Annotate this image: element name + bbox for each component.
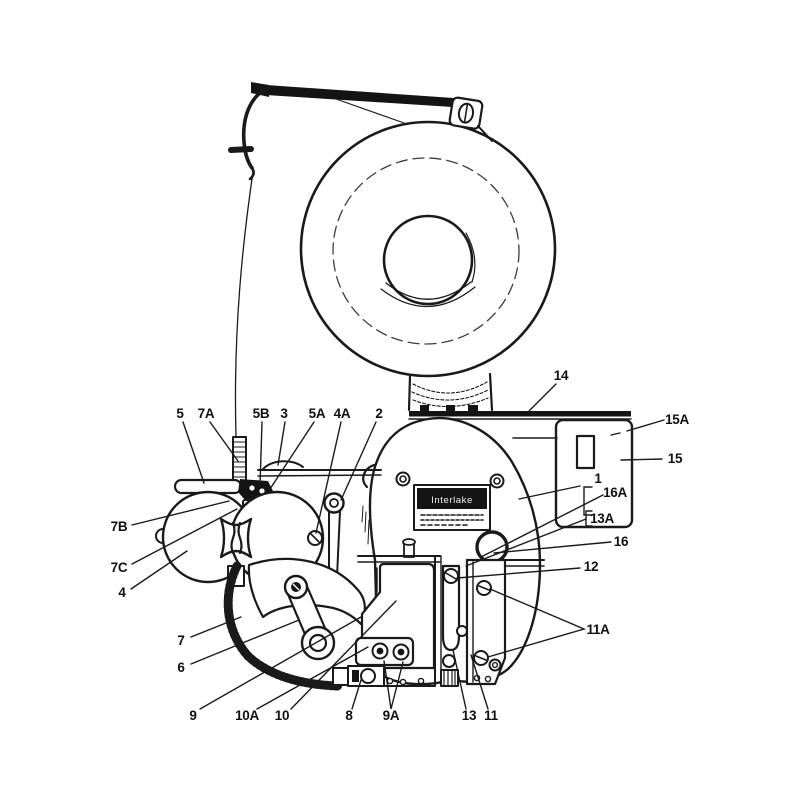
part-label-5b: 5B: [253, 406, 270, 421]
part-label-12: 12: [584, 559, 598, 574]
bender-mechanism: [223, 557, 366, 691]
flexible-band: [223, 561, 344, 691]
cutter-roller: [360, 668, 376, 684]
part-label-9a: 9A: [383, 708, 400, 723]
part-label-7b: 7B: [111, 519, 128, 534]
spool-retainer-band: [228, 82, 493, 181]
wire-spool: [299, 120, 557, 412]
part-label-13a: 13A: [590, 511, 614, 526]
part-label-1: 1: [594, 471, 602, 486]
part-label-10: 10: [275, 708, 289, 723]
part-label-6: 6: [177, 660, 185, 675]
retainer-band-arc: [241, 86, 270, 170]
wire-guide-spring: [262, 460, 304, 470]
channel-hole: [442, 654, 456, 668]
part-label-4a: 4A: [334, 406, 351, 421]
rear-cover-plate: [554, 418, 634, 529]
part-label-9: 9: [189, 708, 196, 723]
retainer-bar: [266, 85, 468, 108]
part-label-7c: 7C: [111, 560, 128, 575]
cover-screw: [395, 471, 411, 487]
part-labels: 5 7A 5B 3 5A 4A 2 14 15A 15 1 16A 13A 16…: [111, 368, 690, 723]
part-label-15a: 15A: [665, 412, 689, 427]
pitman-link-eye: [323, 492, 345, 514]
part-label-5a: 5A: [309, 406, 326, 421]
spool-center-hole: [382, 214, 474, 306]
spool-mount-tab: [420, 405, 429, 411]
part-label-13: 13: [462, 708, 477, 723]
part-label-3: 3: [280, 406, 288, 421]
part-label-8: 8: [345, 708, 353, 723]
cutter-block: [332, 667, 349, 686]
part-label-16: 16: [614, 534, 629, 549]
part-label-11a: 11A: [586, 622, 610, 637]
part-label-7a: 7A: [198, 406, 215, 421]
retainer-pin: [228, 146, 254, 153]
ribbed-spring-foot: [440, 669, 459, 687]
part-label-16a: 16A: [603, 485, 627, 500]
part-label-4: 4: [118, 585, 126, 600]
channel-knob: [456, 625, 468, 637]
nameplate-brand-text: Interlake: [431, 495, 473, 506]
cover-screw: [489, 473, 505, 489]
interlake-nameplate: Interlake: [413, 484, 491, 531]
pitman-link: [328, 510, 341, 578]
part-label-10a: 10A: [235, 708, 259, 723]
leader-lines: [130, 383, 665, 710]
part-label-14: 14: [554, 368, 569, 383]
spring-window: [219, 517, 253, 559]
top-mounting-bar: [409, 411, 631, 417]
part-label-5: 5: [176, 406, 184, 421]
spool-mount-tab: [468, 405, 478, 411]
hex-nut: [488, 658, 502, 672]
stitching-wire-path: [234, 171, 254, 437]
retainer-bar-end-cap: [251, 82, 269, 97]
rear-cover-slot: [575, 434, 596, 470]
part-label-7: 7: [177, 633, 184, 648]
spool-wound-wire-edge: [332, 157, 520, 345]
driver-cylinder: [441, 564, 461, 652]
spool-mount-tab: [446, 405, 455, 411]
part-label-11: 11: [484, 708, 498, 723]
part-label-2: 2: [375, 406, 382, 421]
part-label-15: 15: [668, 451, 683, 466]
